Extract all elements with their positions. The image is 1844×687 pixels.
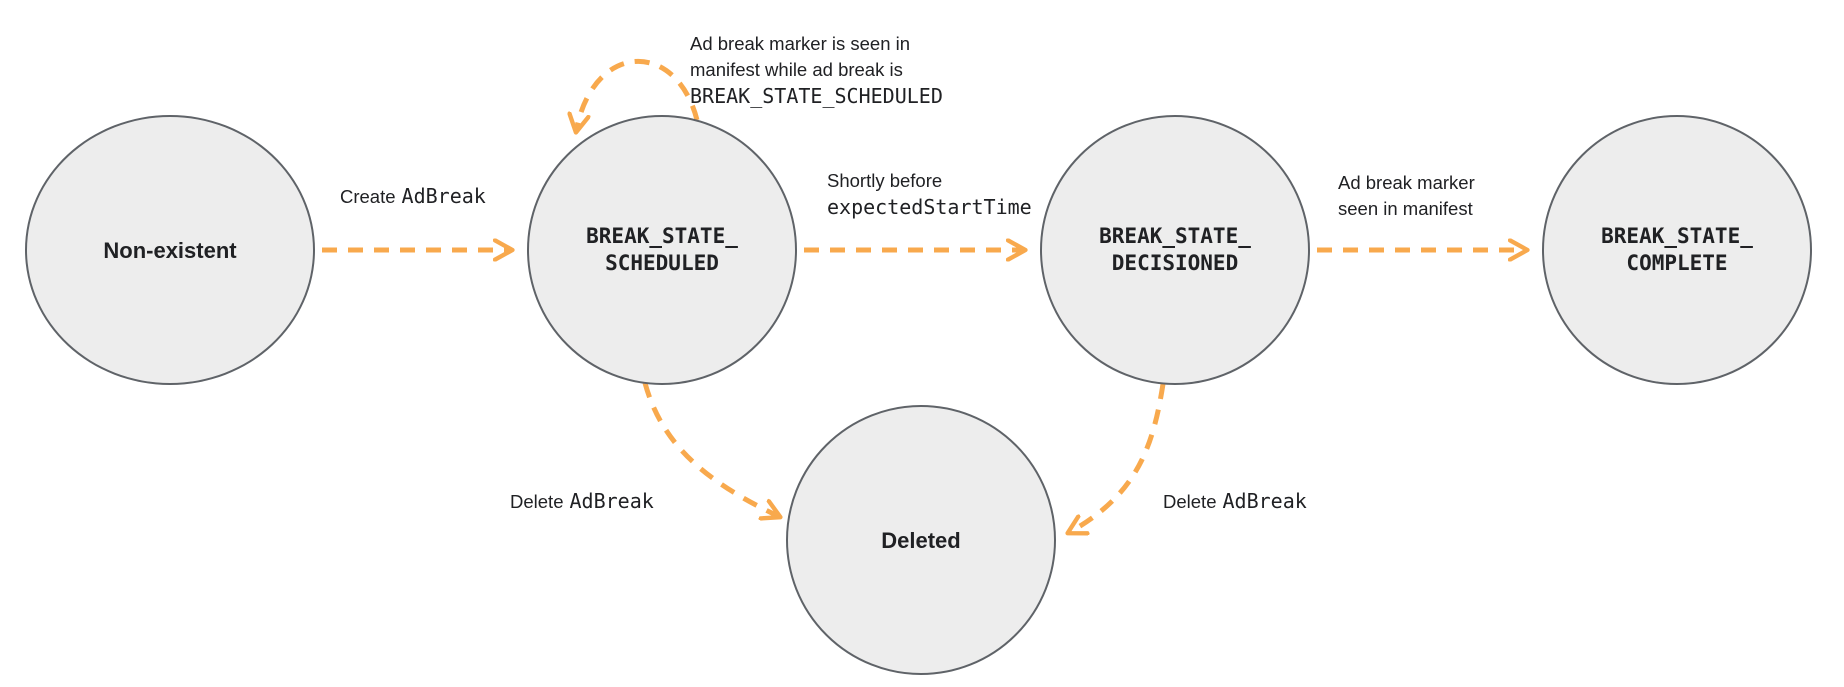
state-break-state-scheduled: BREAK_STATE_ SCHEDULED bbox=[527, 115, 797, 385]
label-text: Create bbox=[340, 186, 396, 207]
state-label: Non-existent bbox=[103, 237, 237, 263]
label-line2: seen in manifest bbox=[1338, 198, 1473, 219]
label-line1: Ad break marker is seen in bbox=[690, 33, 911, 54]
self-transition-arrow-scheduled bbox=[576, 58, 700, 132]
state-label-line2: COMPLETE bbox=[1626, 251, 1728, 275]
transition-label-decision: Shortly before expectedStartTime bbox=[827, 168, 1032, 220]
state-non-existent: Non-existent bbox=[25, 115, 315, 385]
state-label-line1: BREAK_STATE_ bbox=[586, 224, 738, 248]
label-code: BREAK_STATE_SCHEDULED bbox=[690, 84, 943, 108]
transition-label-self-loop: Ad break marker is seen in manifest whil… bbox=[690, 31, 943, 109]
transition-arrow-delete-from-decisioned bbox=[1068, 383, 1166, 533]
state-label-line2: DECISIONED bbox=[1111, 251, 1239, 275]
transition-label-marker-seen: Ad break marker seen in manifest bbox=[1338, 170, 1475, 222]
label-text: Delete bbox=[1163, 491, 1217, 512]
state-label: Deleted bbox=[881, 527, 961, 553]
label-code: AdBreak bbox=[569, 489, 654, 513]
label-text: Shortly before bbox=[827, 170, 943, 191]
transition-arrow-delete-from-scheduled bbox=[642, 382, 780, 517]
state-label-line1: BREAK_STATE_ bbox=[1099, 224, 1251, 248]
state-break-state-complete: BREAK_STATE_ COMPLETE bbox=[1542, 115, 1812, 385]
label-code: expectedStartTime bbox=[827, 195, 1032, 219]
label-line1: Ad break marker bbox=[1338, 172, 1475, 193]
state-deleted: Deleted bbox=[786, 405, 1056, 675]
state-label-line1: BREAK_STATE_ bbox=[1601, 224, 1753, 248]
state-break-state-decisioned: BREAK_STATE_ DECISIONED bbox=[1040, 115, 1310, 385]
label-code: AdBreak bbox=[1222, 489, 1307, 513]
label-text: Delete bbox=[510, 491, 564, 512]
state-label-line2: SCHEDULED bbox=[605, 251, 719, 275]
label-line2: manifest while ad break is bbox=[690, 59, 903, 80]
label-code: AdBreak bbox=[401, 184, 486, 208]
